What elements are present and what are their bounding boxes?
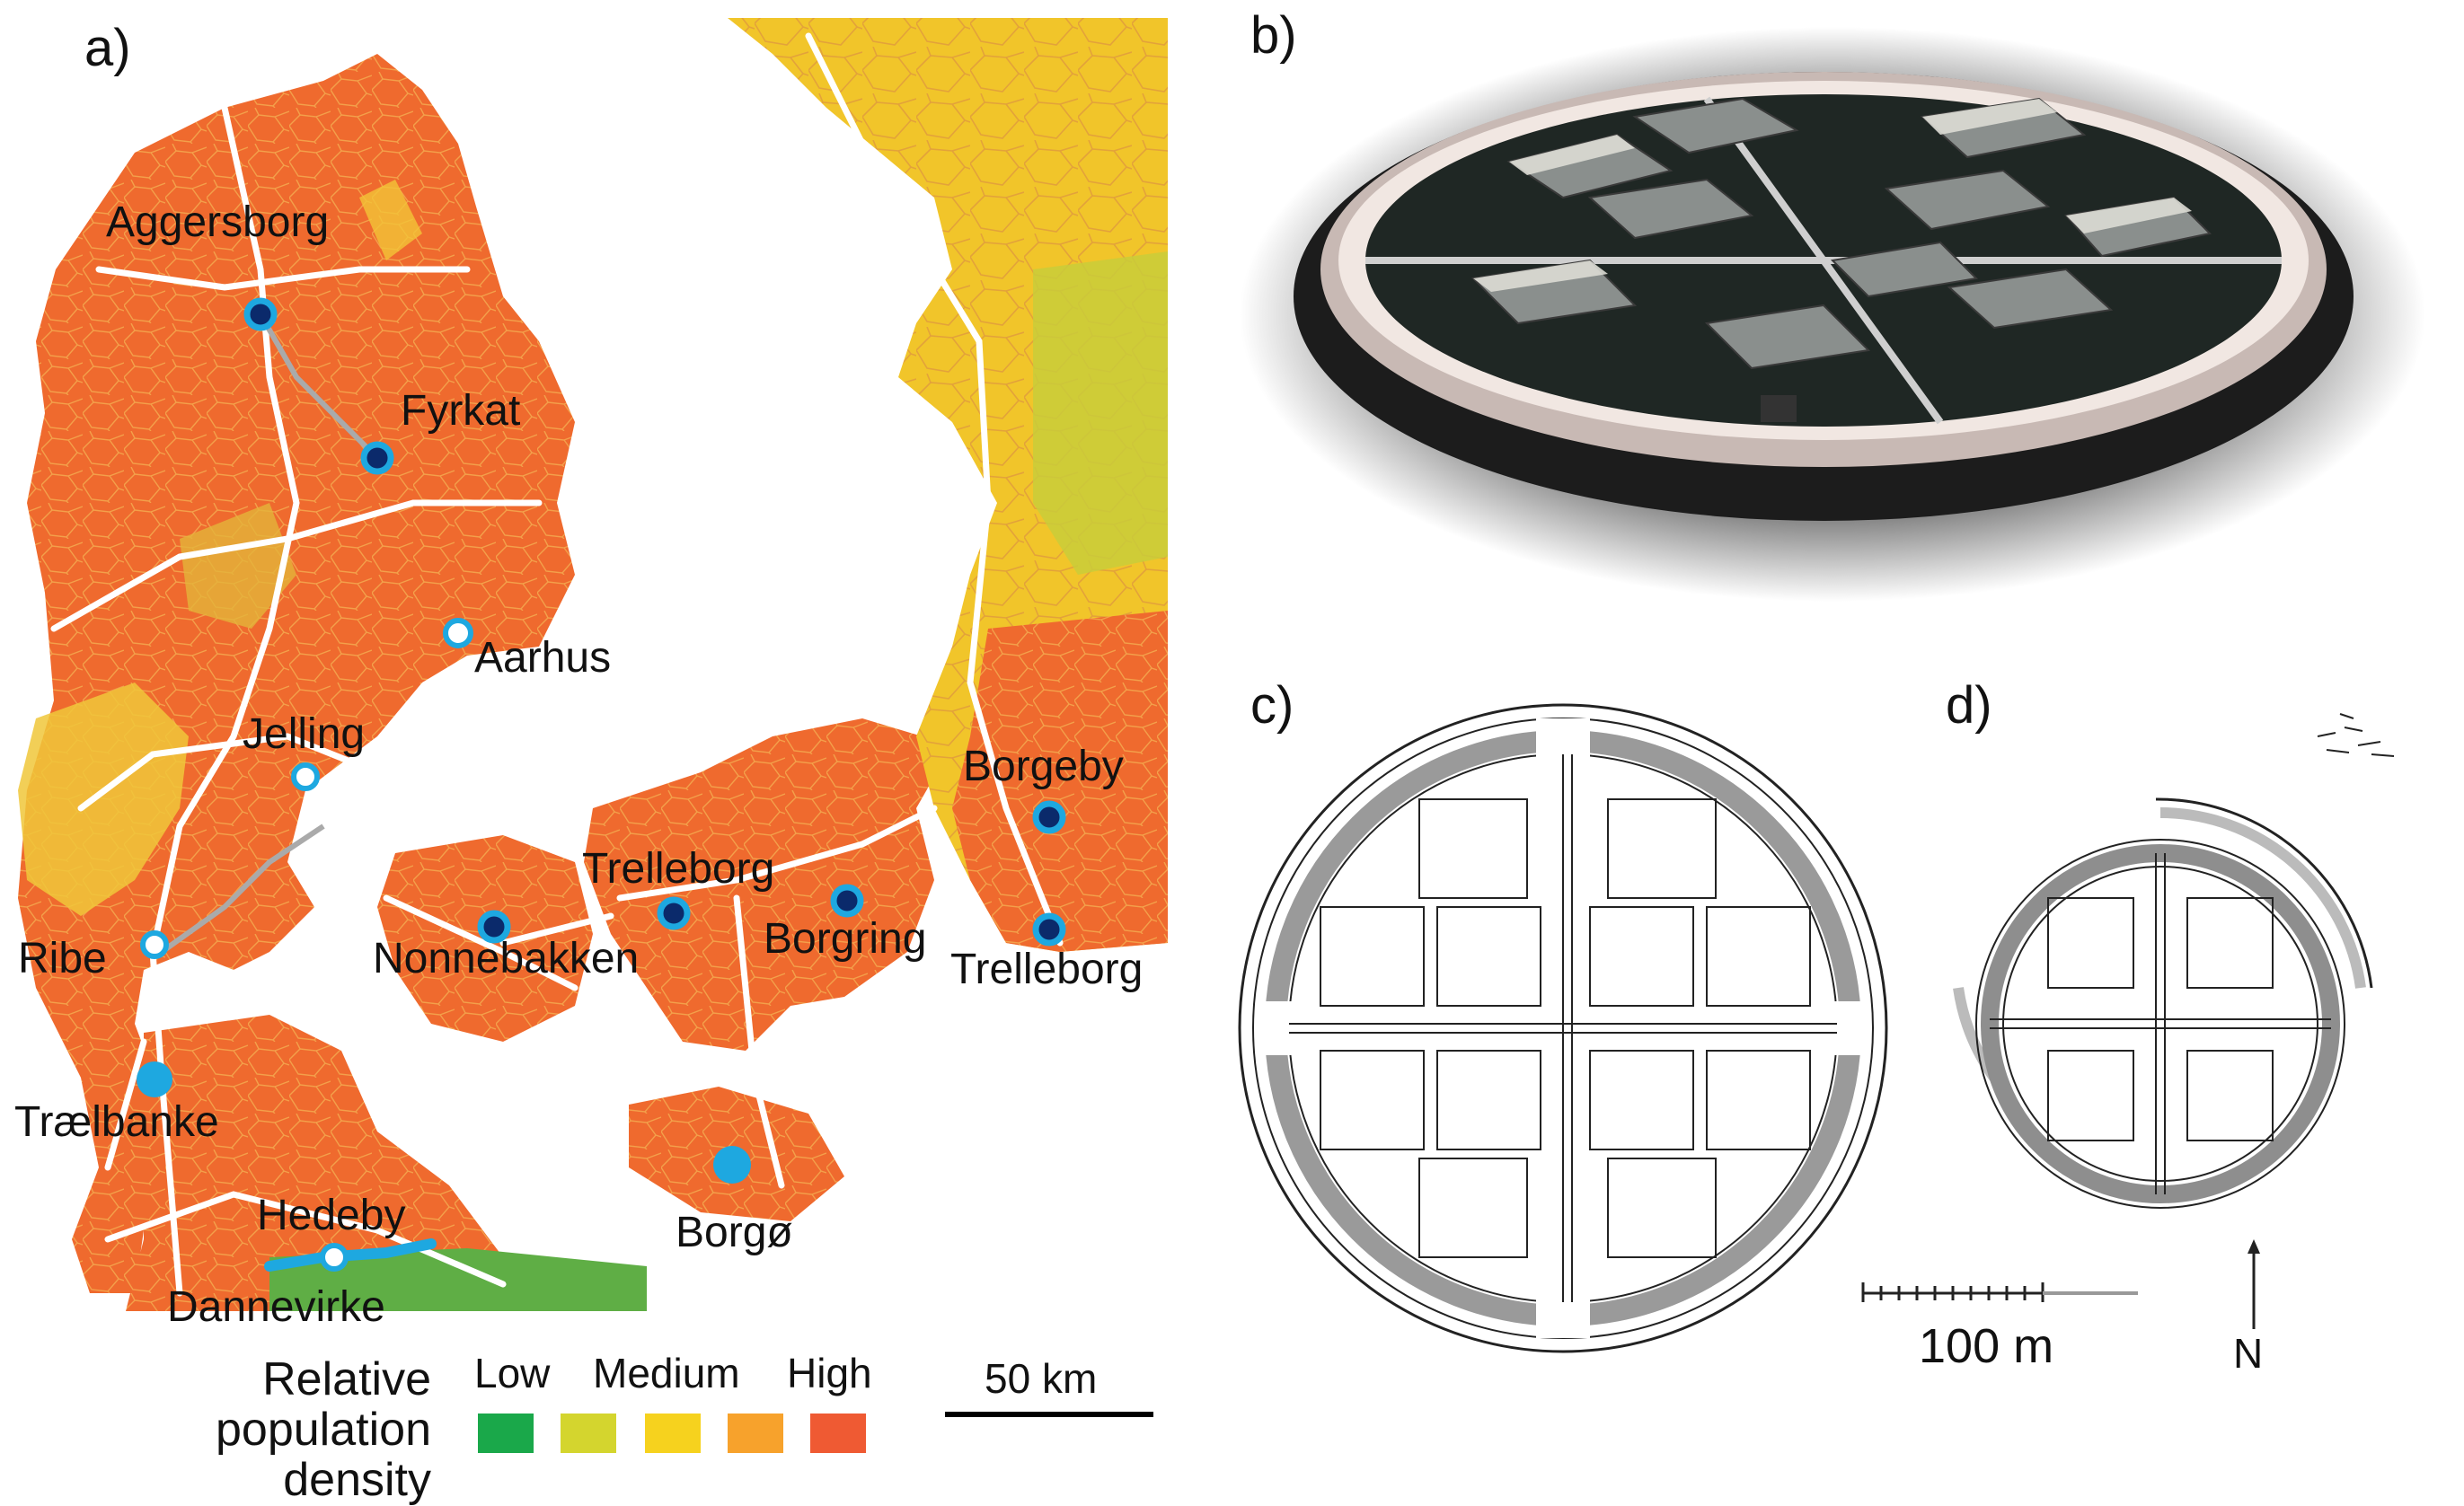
- label-jelling: Jelling: [243, 710, 366, 758]
- north-arrow: [2248, 1239, 2260, 1329]
- schleswig-landmass: [126, 1015, 503, 1311]
- swatch-low-medium: [561, 1414, 616, 1453]
- swatch-low: [478, 1414, 534, 1453]
- legend-low: Low: [474, 1350, 551, 1396]
- sweden-landmass: [728, 18, 1168, 952]
- label-ribe: Ribe: [18, 935, 107, 982]
- panel-label-a: a): [84, 19, 131, 77]
- map-scale-bar: [945, 1412, 1153, 1417]
- scattered-marks: [2317, 713, 2395, 757]
- label-borgeby: Borgeby: [963, 743, 1124, 790]
- legend-title: Relative population density: [216, 1353, 431, 1506]
- map-scale-label: 50 km: [985, 1355, 1098, 1402]
- label-trelleborg-dk: Trelleborg: [582, 845, 775, 893]
- label-trelleborg-se: Trelleborg: [950, 946, 1144, 993]
- label-nonnebakken: Nonnebakken: [373, 935, 640, 982]
- zealand-landmass: [584, 718, 952, 1051]
- legend-high: High: [787, 1350, 872, 1396]
- swatch-high: [810, 1414, 866, 1453]
- fortress-plan-small: [1953, 797, 2373, 1209]
- label-borgring: Borgring: [764, 915, 927, 963]
- plan-scale-label: 100 m: [1919, 1319, 2054, 1373]
- label-dannevirke: Dannevirke: [167, 1283, 385, 1331]
- fortress-plan-large: [1238, 703, 1888, 1353]
- germany-edge: [269, 1248, 647, 1311]
- panel-label-c: c): [1250, 676, 1294, 735]
- north-label: N: [2233, 1330, 2264, 1377]
- jutland-landmass: [18, 54, 575, 1293]
- site-markers: [137, 297, 1066, 1272]
- swatch-medium: [645, 1414, 701, 1453]
- road-network: [50, 32, 1064, 1297]
- fortress-reconstruction: [1240, 27, 2425, 602]
- label-aarhus: Aarhus: [474, 634, 612, 682]
- legend-medium: Medium: [593, 1350, 740, 1396]
- label-borgo: Borgø: [676, 1209, 793, 1256]
- label-traelbanke: Trælbanke: [14, 1098, 219, 1146]
- plan-scale-bar: [1861, 1282, 2138, 1302]
- panel-label-d: d): [1946, 676, 1992, 735]
- label-aggersborg: Aggersborg: [106, 198, 330, 246]
- swatch-medium-high: [728, 1414, 783, 1453]
- label-fyrkat: Fyrkat: [401, 387, 521, 435]
- panel-label-b: b): [1250, 6, 1297, 65]
- density-map: [18, 18, 1168, 1311]
- label-hedeby: Hedeby: [257, 1192, 406, 1239]
- grey-roads: [160, 313, 371, 955]
